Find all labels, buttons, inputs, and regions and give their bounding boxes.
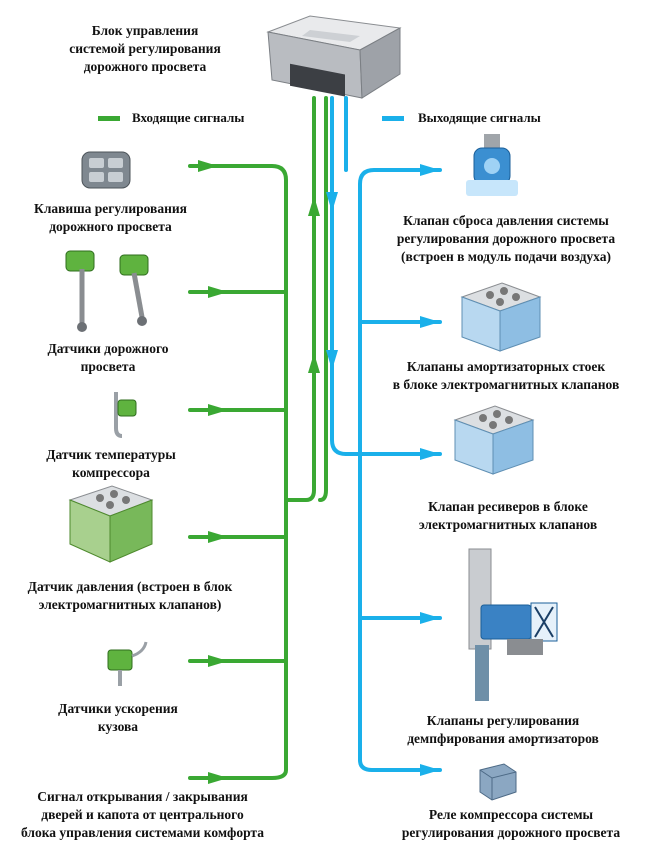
input-label-pressure-sensor: Датчик давления (встроен в блок электром… xyxy=(27,579,233,612)
incoming-legend-label: Входящие сигналы xyxy=(132,110,245,125)
input-label-height-sensors: Датчики дорожного просвета xyxy=(47,341,169,374)
valve-block-icon xyxy=(445,398,541,480)
ecu-label: Блок управления системой регулирования д… xyxy=(69,23,221,74)
relief-valve-icon xyxy=(462,130,522,202)
outgoing-bus xyxy=(330,96,442,456)
input-label-acceleration-sensors: Датчики ускорения кузова xyxy=(58,701,178,734)
output-label-receiver-valve: Клапан ресиверов в блоке электромагнитны… xyxy=(418,499,598,532)
height-sensor-icon xyxy=(60,245,170,335)
output-label-relief-valve: Клапан сброса давления системы регулиров… xyxy=(396,213,616,264)
input-label-temperature-sensor: Датчик температуры компрессора xyxy=(46,447,176,480)
switch-icon xyxy=(80,150,132,190)
valve-block-icon xyxy=(452,275,548,357)
pressure-sensor-icon xyxy=(60,478,160,568)
input-label-door-hood-signal: Сигнал открывания / закрывания дверей и … xyxy=(21,789,264,840)
incoming-bus xyxy=(188,164,288,502)
temperature-sensor-icon xyxy=(108,388,144,440)
outgoing-legend-swatch xyxy=(382,116,404,121)
output-label-damper-valves: Клапаны регулирования демпфирования амор… xyxy=(407,713,599,746)
outgoing-legend-label: Выходящие сигналы xyxy=(418,110,541,125)
ecu-icon xyxy=(250,10,410,105)
output-label-strut-valves: Клапаны амортизаторных стоек в блоке эле… xyxy=(392,359,620,392)
output-label-compressor-relay: Реле компрессора системы регулирования д… xyxy=(401,807,621,840)
incoming-legend-swatch xyxy=(98,116,120,121)
relay-icon xyxy=(474,760,520,804)
input-label-switch: Клавиша регулирования дорожного просвета xyxy=(34,201,187,234)
acceleration-sensor-icon xyxy=(102,640,148,690)
damper-icon xyxy=(455,545,565,705)
